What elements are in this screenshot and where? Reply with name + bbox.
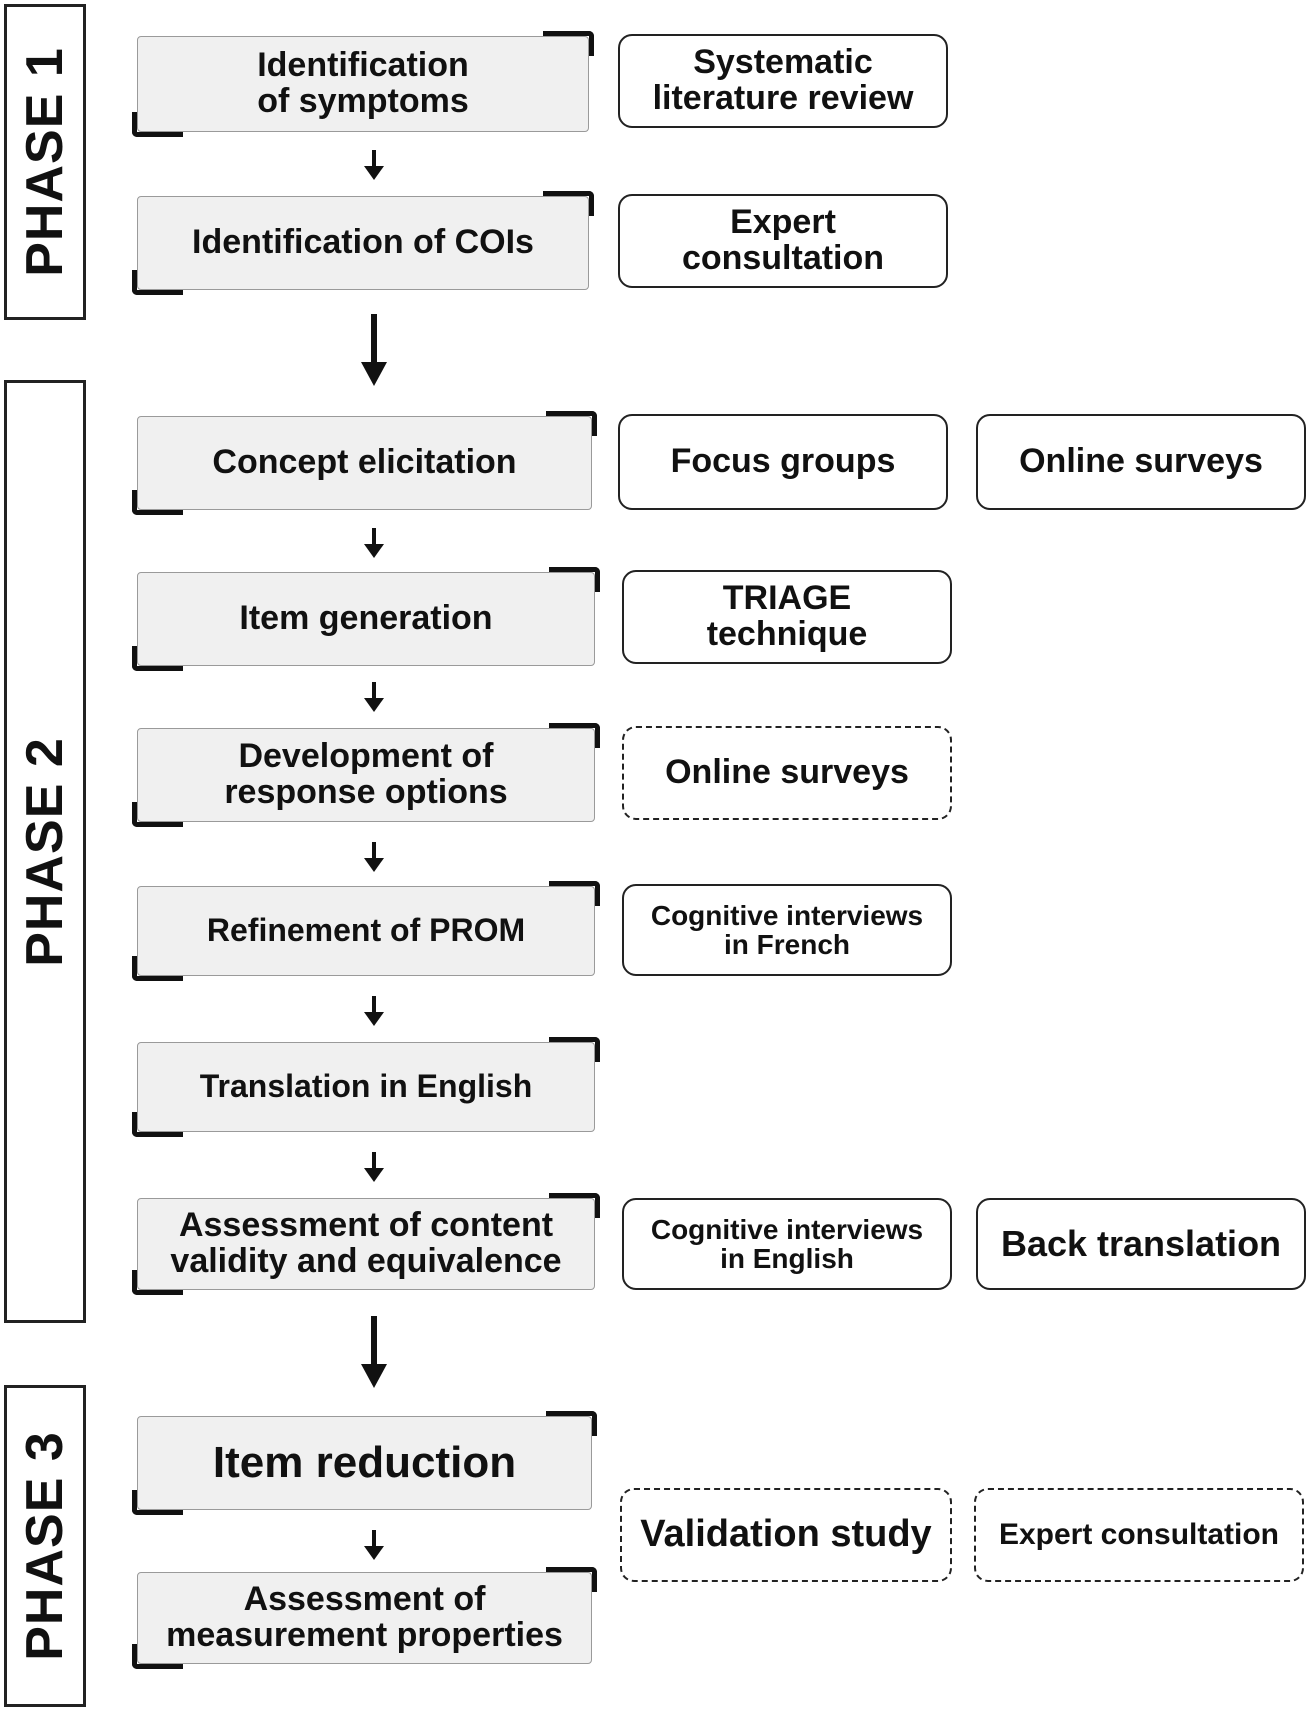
- step-translation-in-english: Translation in English: [132, 1037, 600, 1137]
- phase-2-box: PHASE 2: [4, 380, 86, 1323]
- step-label: Item generation: [239, 599, 493, 638]
- bracket-corner-icon: [546, 1567, 597, 1592]
- bracket-corner-icon: [132, 646, 183, 671]
- step-label: Development of response options: [224, 737, 508, 811]
- step-label: Assessment of measurement properties: [166, 1580, 563, 1654]
- step-item-generation: Item generation: [132, 567, 600, 671]
- method-label: Systematic literature review: [652, 43, 914, 117]
- bracket-corner-icon: [543, 31, 594, 56]
- method-expert-consultation-dashed: Expert consultation: [974, 1488, 1304, 1582]
- step-label: Translation in English: [199, 1068, 533, 1105]
- method-label: Expert consultation: [998, 1518, 1280, 1552]
- method-label: Expert consultation: [681, 203, 885, 277]
- method-label: Online surveys: [665, 753, 909, 792]
- method-label: Cognitive interviews in English: [650, 1213, 924, 1274]
- method-cognitive-interviews-french: Cognitive interviews in French: [622, 884, 952, 976]
- step-label: Assessment of content validity and equiv…: [170, 1206, 562, 1280]
- bracket-corner-icon: [132, 112, 183, 137]
- method-systematic-literature-review: Systematic literature review: [618, 34, 948, 128]
- method-online-surveys: Online surveys: [976, 414, 1306, 510]
- bracket-corner-icon: [549, 1037, 600, 1062]
- step-label: Refinement of PROM: [206, 912, 526, 949]
- phase-3-box: PHASE 3: [4, 1385, 86, 1707]
- arrow-down-icon: [364, 996, 384, 1026]
- bracket-corner-icon: [132, 802, 183, 827]
- phase-2-label: PHASE 2: [16, 736, 74, 967]
- method-cognitive-interviews-english: Cognitive interviews in English: [622, 1198, 952, 1290]
- arrow-down-icon: [364, 1530, 384, 1560]
- arrow-down-icon: [364, 1152, 384, 1182]
- bracket-corner-icon: [132, 956, 183, 981]
- phase-3-label: PHASE 3: [16, 1431, 74, 1661]
- method-expert-consultation: Expert consultation: [618, 194, 948, 288]
- method-label: Focus groups: [670, 442, 896, 481]
- step-label: Item reduction: [212, 1437, 517, 1487]
- arrow-down-icon: [364, 842, 384, 872]
- step-assessment-of-measurement-properties: Assessment of measurement properties: [132, 1567, 597, 1669]
- bracket-corner-icon: [546, 411, 597, 436]
- method-validation-study: Validation study: [620, 1488, 952, 1582]
- step-concept-elicitation: Concept elicitation: [132, 411, 597, 515]
- bracket-corner-icon: [549, 881, 600, 906]
- step-label: Concept elicitation: [212, 443, 517, 482]
- bracket-corner-icon: [132, 490, 183, 515]
- bracket-corner-icon: [546, 1411, 597, 1436]
- bracket-corner-icon: [132, 1270, 183, 1295]
- bracket-corner-icon: [132, 270, 183, 295]
- method-label: Online surveys: [1019, 442, 1263, 481]
- bracket-corner-icon: [132, 1644, 183, 1669]
- method-label: Back translation: [1000, 1223, 1282, 1265]
- step-identification-of-symptoms: Identification of symptoms: [132, 31, 594, 137]
- arrow-down-icon: [364, 150, 384, 180]
- step-identification-of-cois: Identification of COIs: [132, 191, 594, 295]
- step-development-of-response-options: Development of response options: [132, 723, 600, 827]
- bracket-corner-icon: [543, 191, 594, 216]
- bracket-corner-icon: [549, 1193, 600, 1218]
- phase-1-label: PHASE 1: [16, 47, 74, 277]
- arrow-down-icon: [361, 314, 387, 386]
- bracket-corner-icon: [132, 1490, 183, 1515]
- arrow-down-icon: [361, 1316, 387, 1388]
- bracket-corner-icon: [549, 723, 600, 748]
- bracket-corner-icon: [132, 1112, 183, 1137]
- method-back-translation: Back translation: [976, 1198, 1306, 1290]
- step-label: Identification of COIs: [192, 223, 534, 262]
- step-label: Identification of symptoms: [257, 46, 469, 120]
- step-item-reduction: Item reduction: [132, 1411, 597, 1515]
- method-online-surveys-dashed: Online surveys: [622, 726, 952, 820]
- bracket-corner-icon: [549, 567, 600, 592]
- method-focus-groups: Focus groups: [618, 414, 948, 510]
- phase-1-box: PHASE 1: [4, 4, 86, 320]
- arrow-down-icon: [364, 682, 384, 712]
- method-label: Cognitive interviews in French: [650, 899, 924, 960]
- step-refinement-of-prom: Refinement of PROM: [132, 881, 600, 981]
- arrow-down-icon: [364, 528, 384, 558]
- step-assessment-of-content-validity: Assessment of content validity and equiv…: [132, 1193, 600, 1295]
- method-label: TRIAGE technique: [706, 579, 868, 653]
- method-label: Validation study: [640, 1513, 932, 1556]
- method-triage-technique: TRIAGE technique: [622, 570, 952, 664]
